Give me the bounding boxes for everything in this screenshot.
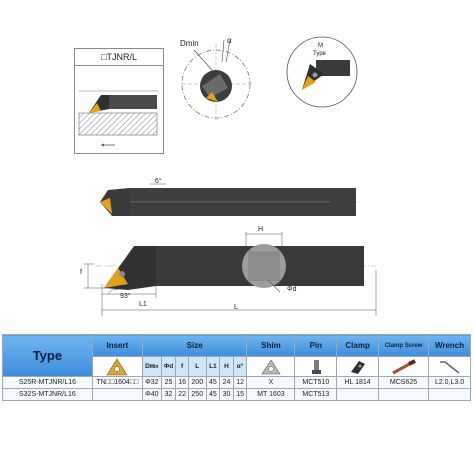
row-type: S32S-MTJNR/L16	[2, 388, 93, 401]
alpha-label: α	[227, 36, 232, 45]
row-insert: TN□□1604□□	[91, 376, 143, 389]
row-h: 30	[219, 388, 234, 401]
clamp-screw-header: Clamp Screw	[377, 334, 430, 357]
phi-d-label: Φd	[287, 286, 297, 293]
col-d-sub: Min	[149, 364, 159, 370]
type-header: Type	[2, 334, 93, 377]
clamp-header: Clamp	[336, 334, 379, 357]
dim-h-label: H	[258, 226, 264, 233]
clamp-screw-image-cell	[377, 356, 430, 377]
row-wrench	[428, 388, 471, 401]
clamp-image-cell	[336, 356, 379, 377]
spec-table: Type Insert Size Shim Pin Clamp Clamp Sc…	[2, 334, 471, 401]
pin-image-cell	[294, 356, 338, 377]
pin-header: Pin	[294, 334, 338, 357]
shim-icon	[261, 358, 281, 374]
row-phid: 25	[160, 376, 177, 389]
six-degree-label: 6°	[155, 178, 162, 185]
holder-type-title: □TJNR/L	[75, 50, 163, 66]
col-h-header: H	[219, 356, 234, 377]
m-type-clamp-view	[286, 36, 358, 108]
row-shim: X	[246, 376, 296, 389]
row-phid: 32	[160, 388, 177, 401]
size-header: Size	[141, 334, 248, 357]
boring-view-drawing	[78, 90, 159, 147]
row-alpha: 12	[232, 376, 248, 389]
boring-view-card: □TJNR/L	[74, 48, 164, 154]
col-alpha-header: α°	[232, 356, 248, 377]
pin-icon	[311, 359, 321, 374]
shim-header: Shim	[246, 334, 296, 357]
dmin-label: Dmin	[180, 39, 199, 48]
m-type-word: Type	[313, 51, 327, 57]
wrench-icon	[439, 360, 460, 374]
col-d-header: DMin	[141, 356, 162, 377]
row-d: Φ40	[141, 388, 162, 401]
row-h: 24	[219, 376, 234, 389]
row-type: S25R-MTJNR/L16	[2, 376, 93, 389]
row-wrench: L2.0,L3.0	[428, 376, 471, 389]
dim-f-label: f	[80, 269, 82, 276]
ninety-three-degree-label: 93°	[120, 293, 131, 300]
row-alpha: 15	[232, 388, 248, 401]
holder-side-view	[100, 183, 360, 216]
dim-l1-label: L1	[139, 301, 147, 308]
clamp-icon	[350, 360, 365, 374]
row-l1: 45	[205, 388, 221, 401]
row-pin: MCT513	[294, 388, 338, 401]
insert-detail-view	[181, 39, 252, 122]
triangle-insert-icon	[106, 357, 128, 375]
row-clamp-screw	[377, 388, 430, 401]
row-clamp: HL 1814	[336, 376, 379, 389]
row-f: 22	[175, 388, 189, 401]
col-phid-header: Φd	[160, 356, 177, 377]
col-l1-header: L1	[205, 356, 221, 377]
row-l1: 45	[205, 376, 221, 389]
row-clamp-screw: MCS625	[377, 376, 430, 389]
row-d: Φ32	[141, 376, 162, 389]
wrench-header: Wrench	[428, 334, 471, 357]
shim-image-cell	[246, 356, 296, 377]
m-type-letter: M	[318, 43, 323, 49]
insert-header: Insert	[91, 334, 143, 357]
col-f-header: f	[175, 356, 189, 377]
holder-top-view	[84, 232, 377, 316]
table-row: S32S-MTJNR/L16 Φ40 32 22 250 45 30 15 MT…	[2, 388, 471, 401]
dim-l-label: L	[234, 304, 238, 311]
col-d-label: D	[145, 363, 150, 370]
table-row: S25R-MTJNR/L16 TN□□1604□□ Φ32 25 16 200 …	[2, 376, 471, 389]
col-l-header: L	[187, 356, 207, 377]
row-clamp	[336, 388, 379, 401]
row-pin: MCT510	[294, 376, 338, 389]
insert-image-cell	[91, 356, 143, 377]
row-shim: MT 1603	[246, 388, 296, 401]
row-l: 200	[187, 376, 207, 389]
row-insert	[91, 388, 143, 401]
row-l: 250	[187, 388, 207, 401]
wrench-image-cell	[428, 356, 471, 377]
clamp-screw-icon	[391, 358, 416, 374]
row-f: 16	[175, 376, 189, 389]
